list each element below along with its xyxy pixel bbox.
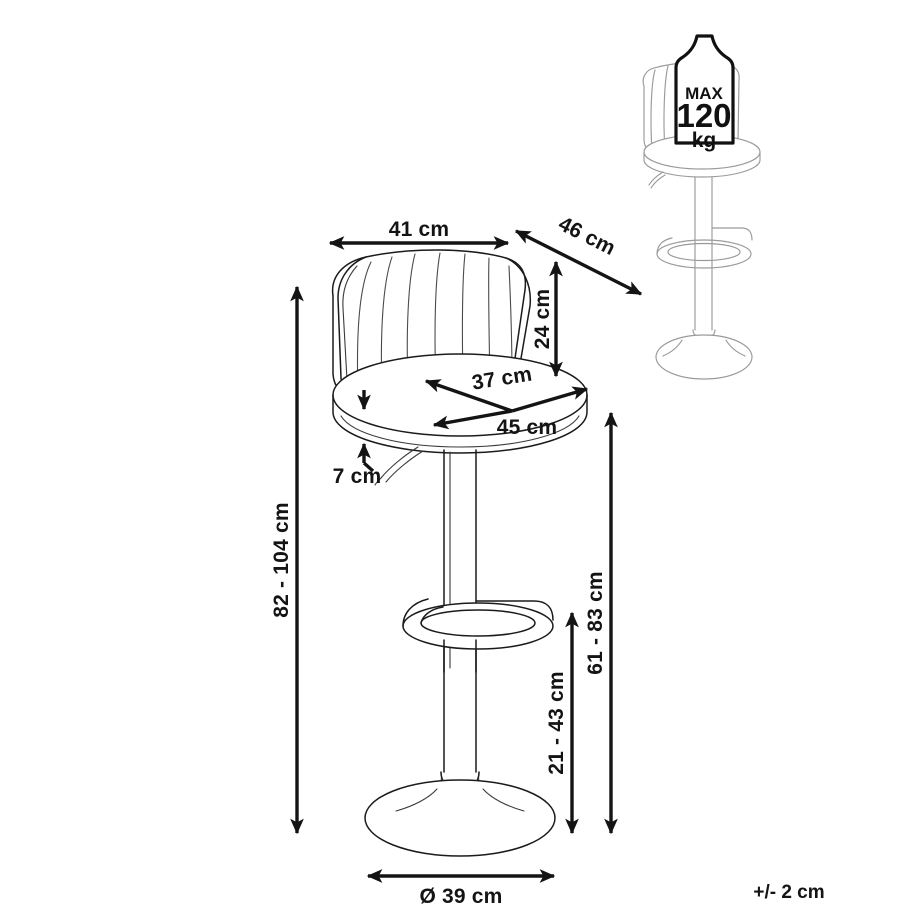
weight-unit-label: kg <box>692 129 717 152</box>
weight-max-label: MAX <box>685 84 723 103</box>
bar-stool-illustration <box>331 249 588 857</box>
dimension-seat-width: 45 cm <box>432 386 589 439</box>
dimension-seat-thickness: 7 cm <box>333 390 382 488</box>
dimension-seat-back-width: 41 cm <box>328 218 510 250</box>
dimension-label-82-104cm: 82 - 104 cm <box>270 502 293 617</box>
dimension-label-45cm: 45 cm <box>497 416 558 439</box>
dimension-label-21-43cm: 21 - 43 cm <box>545 671 568 775</box>
weight-value-label: 120 <box>676 97 731 134</box>
dimension-seat-height: 61 - 83 cm <box>584 411 618 835</box>
dimension-label-46cm: 46 cm <box>555 212 619 260</box>
dimension-label-7cm: 7 cm <box>333 465 382 488</box>
dimension-depth-diagonal: 46 cm <box>514 212 643 296</box>
tolerance-note: +/- 2 cm <box>753 882 824 903</box>
dimension-label-41cm: 41 cm <box>389 218 450 241</box>
dimension-base-diameter: Ø 39 cm <box>366 869 556 908</box>
dimension-footrest-height: 21 - 43 cm <box>545 611 579 835</box>
dimension-backrest-height: 24 cm <box>531 260 563 378</box>
dimension-label-61-83cm: 61 - 83 cm <box>584 571 607 675</box>
weight-icon <box>674 34 735 145</box>
dimension-label-24cm: 24 cm <box>531 289 554 350</box>
dimension-total-height: 82 - 104 cm <box>270 285 304 835</box>
dimension-label-base-diameter: Ø 39 cm <box>419 885 502 908</box>
